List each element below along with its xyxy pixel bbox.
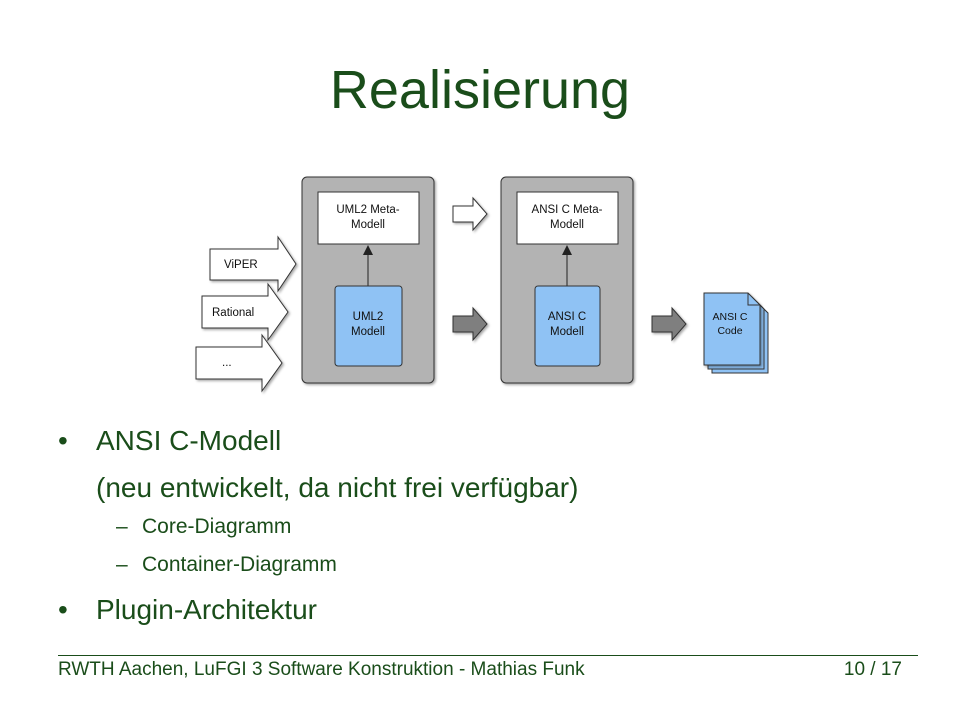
bullet-dot: • (58, 425, 68, 456)
code-doc-line1: ANSI C (712, 311, 747, 323)
uml2-panel: UML2 Meta- Modell UML2 Modell (301, 176, 435, 384)
sub-bullet-dash: – (116, 553, 128, 576)
input-label-rational: Rational (212, 307, 254, 319)
bullet-continuation: (neu entwickelt, da nicht frei verfügbar… (96, 472, 579, 503)
uml2-meta-model-box (317, 191, 420, 245)
input-arrow-viper: ViPER (209, 235, 297, 293)
uml2-model-line2: Modell (351, 326, 385, 338)
uml2-model-box (334, 285, 403, 367)
slide-title: Realisierung (329, 60, 631, 120)
code-doc-line2: Code (717, 325, 742, 337)
ansi-c-model-line2: Modell (550, 326, 584, 338)
input-label-viper: ViPER (224, 259, 258, 271)
ansi-c-meta-model-box (516, 191, 619, 245)
meta-transform-arrow (452, 196, 488, 232)
codegen-arrow (651, 306, 687, 342)
ansi-c-meta-line2: Modell (550, 219, 584, 231)
uml2-model-line1: UML2 (353, 311, 384, 323)
uml2-meta-line2: Modell (351, 219, 385, 231)
bullet-text: Plugin-Architektur (96, 594, 317, 625)
input-arrow-more: ... (195, 333, 283, 393)
model-transform-arrow (452, 306, 488, 342)
ansi-c-meta-line1: ANSI C Meta- (532, 204, 603, 216)
ansi-c-panel: ANSI C Meta- Modell ANSI C Modell (500, 176, 634, 384)
bullet-text: ANSI C-Modell (96, 425, 282, 456)
input-label-more: ... (222, 357, 232, 369)
footer-author: RWTH Aachen, LuFGI 3 Software Konstrukti… (58, 659, 585, 680)
bullet-dot: • (58, 594, 68, 625)
sub-bullet-text: Core-Diagramm (142, 515, 292, 538)
sub-bullet-text: Container-Diagramm (142, 553, 337, 576)
sub-bullet-dash: – (116, 515, 128, 538)
input-arrow-rational: Rational (201, 282, 289, 342)
ansi-c-model-line1: ANSI C (548, 311, 586, 323)
ansi-c-code-document-icon: ANSI C Code (703, 292, 769, 374)
ansi-c-model-box (534, 285, 601, 367)
uml2-meta-line1: UML2 Meta- (336, 204, 399, 216)
footer-divider (58, 655, 918, 656)
page-number: 10 / 17 (843, 659, 902, 680)
